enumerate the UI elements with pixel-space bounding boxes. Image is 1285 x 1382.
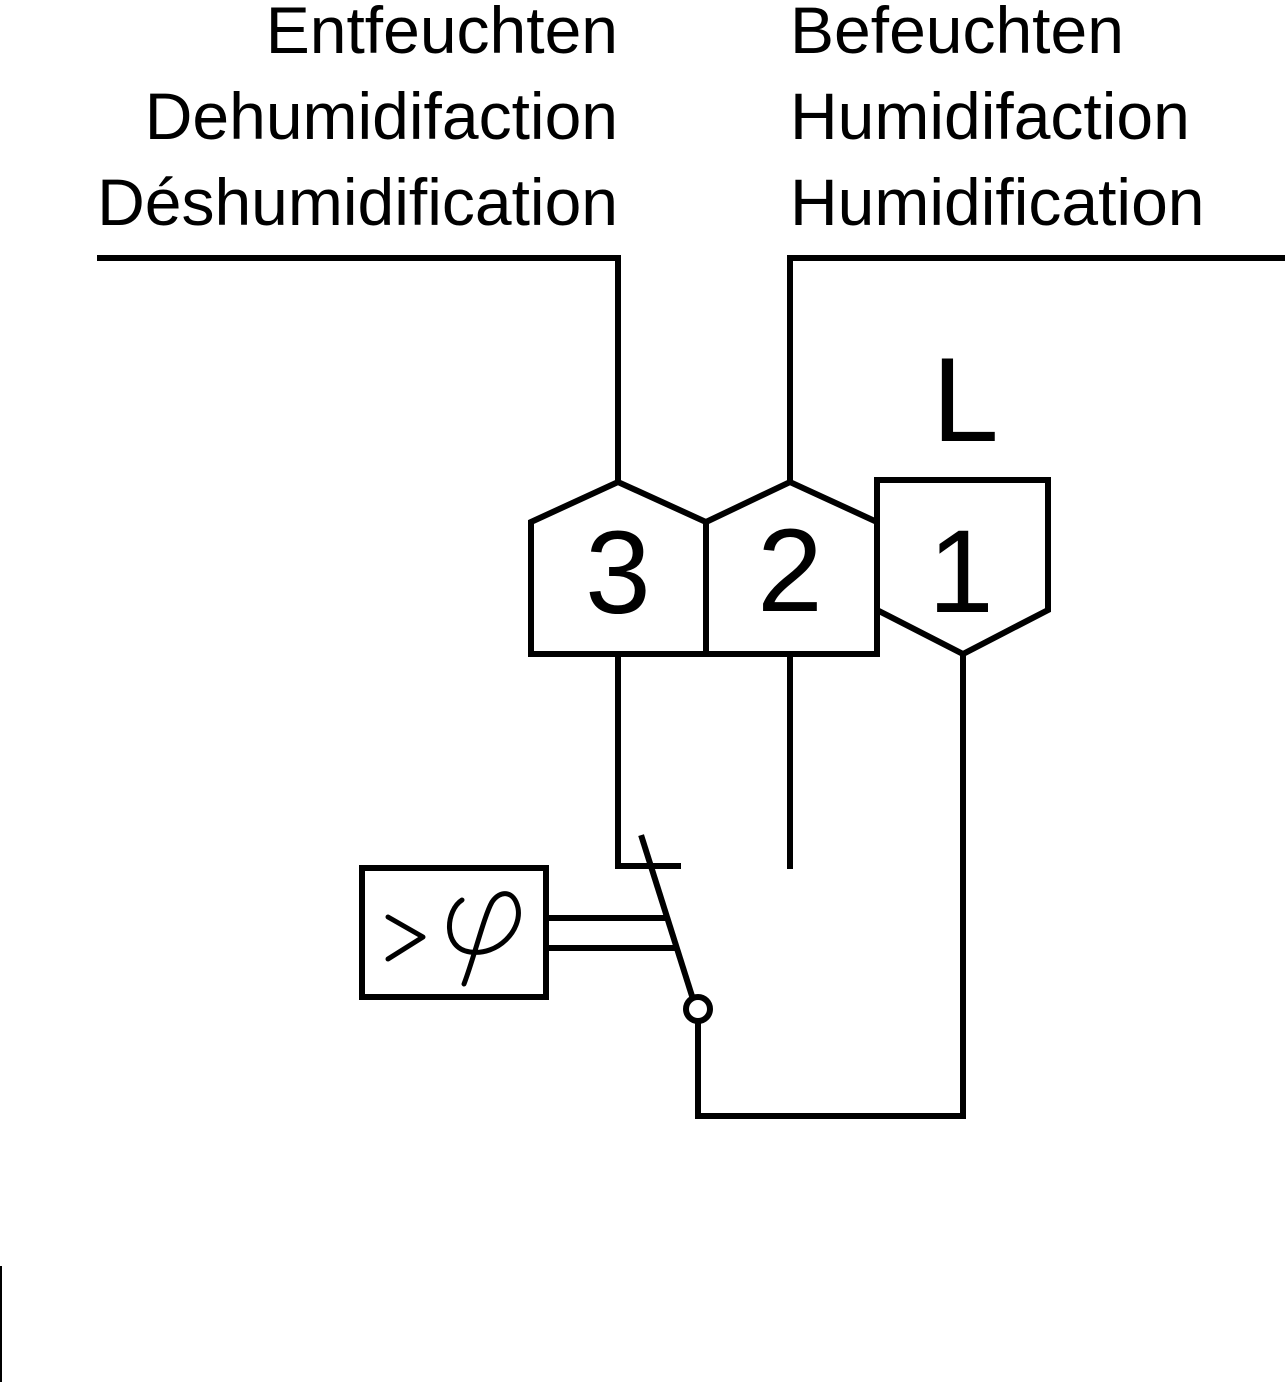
terminal-1: 1 <box>874 477 1051 658</box>
dehumidify-label-group: Entfeuchten Dehumidifaction Déshumidific… <box>97 0 618 239</box>
humidity-sensor-box <box>359 865 549 1000</box>
terminal-2-label: 2 <box>757 505 823 637</box>
terminal-3-contact-wire <box>615 651 681 869</box>
humidify-label-fr: Humidification <box>790 165 1205 239</box>
humidity-sensor <box>359 865 549 1000</box>
humidify-label-en: Humidifaction <box>790 79 1190 153</box>
terminal-3: 3 <box>528 478 709 657</box>
terminal-1-housing <box>874 477 1051 658</box>
humidify-label-de: Befeuchten <box>790 0 1124 67</box>
humidify-output-wire <box>787 255 1285 485</box>
terminal-1-common-wire <box>695 651 966 1119</box>
dehumidify-label-fr: Déshumidification <box>97 165 618 239</box>
terminal-3-label: 3 <box>585 507 651 639</box>
humidity-above-threshold-icon <box>385 891 521 987</box>
phi-icon <box>447 891 521 987</box>
dehumidify-label-de: Entfeuchten <box>266 0 618 67</box>
dehumidify-output-wire <box>97 255 621 485</box>
supply-label: L <box>932 333 999 467</box>
dehumidify-label-en: Dehumidifaction <box>145 79 618 153</box>
greater-than-icon <box>385 914 426 962</box>
terminal-1-label: 1 <box>928 506 994 638</box>
humidify-label-group: Befeuchten Humidifaction Humidification <box>790 0 1205 239</box>
switch-pivot <box>683 994 713 1024</box>
terminal-2: 2 <box>703 478 880 657</box>
